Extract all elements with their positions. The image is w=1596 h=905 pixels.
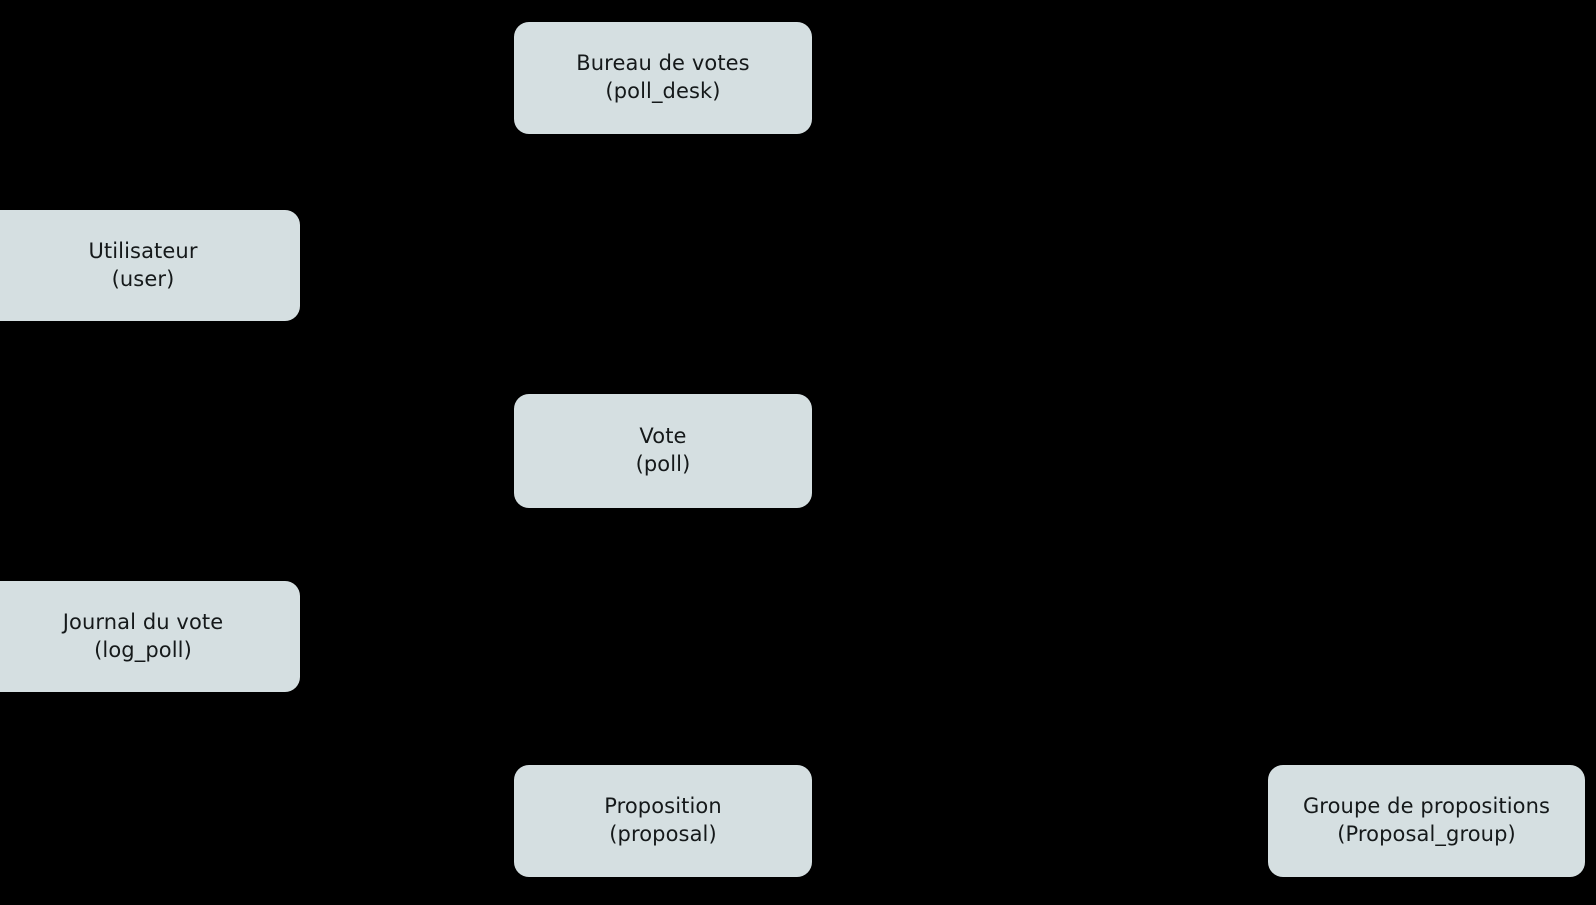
entity-label-fr: Vote bbox=[639, 424, 687, 449]
entity-label-fr: Groupe de propositions bbox=[1302, 794, 1551, 819]
entity-label-code: (user) bbox=[111, 266, 175, 291]
entity-label-code: (poll) bbox=[635, 452, 691, 476]
entity-label-fr: Bureau de votes bbox=[576, 51, 750, 76]
entity-label-fr: Proposition bbox=[604, 794, 722, 819]
entity-node-proposal[interactable]: Proposition (proposal) bbox=[514, 765, 812, 877]
entity-label-fr: Journal du vote bbox=[62, 609, 224, 634]
entity-label-code: (proposal) bbox=[609, 822, 717, 846]
entity-node-poll[interactable]: Vote (poll) bbox=[514, 394, 812, 508]
entity-node-poll-desk[interactable]: Bureau de votes (poll_desk) bbox=[514, 22, 812, 134]
entity-node-user[interactable]: Utilisateur (user) bbox=[0, 210, 300, 321]
entity-node-proposal-group[interactable]: Groupe de propositions (Proposal_group) bbox=[1268, 765, 1585, 877]
entity-node-log-poll[interactable]: Journal du vote (log_poll) bbox=[0, 581, 300, 692]
entity-label-fr: Utilisateur bbox=[88, 238, 198, 263]
entity-label-code: (Proposal_group) bbox=[1337, 822, 1516, 846]
entity-label-code: (log_poll) bbox=[94, 637, 192, 662]
entity-label-code: (poll_desk) bbox=[605, 79, 721, 103]
